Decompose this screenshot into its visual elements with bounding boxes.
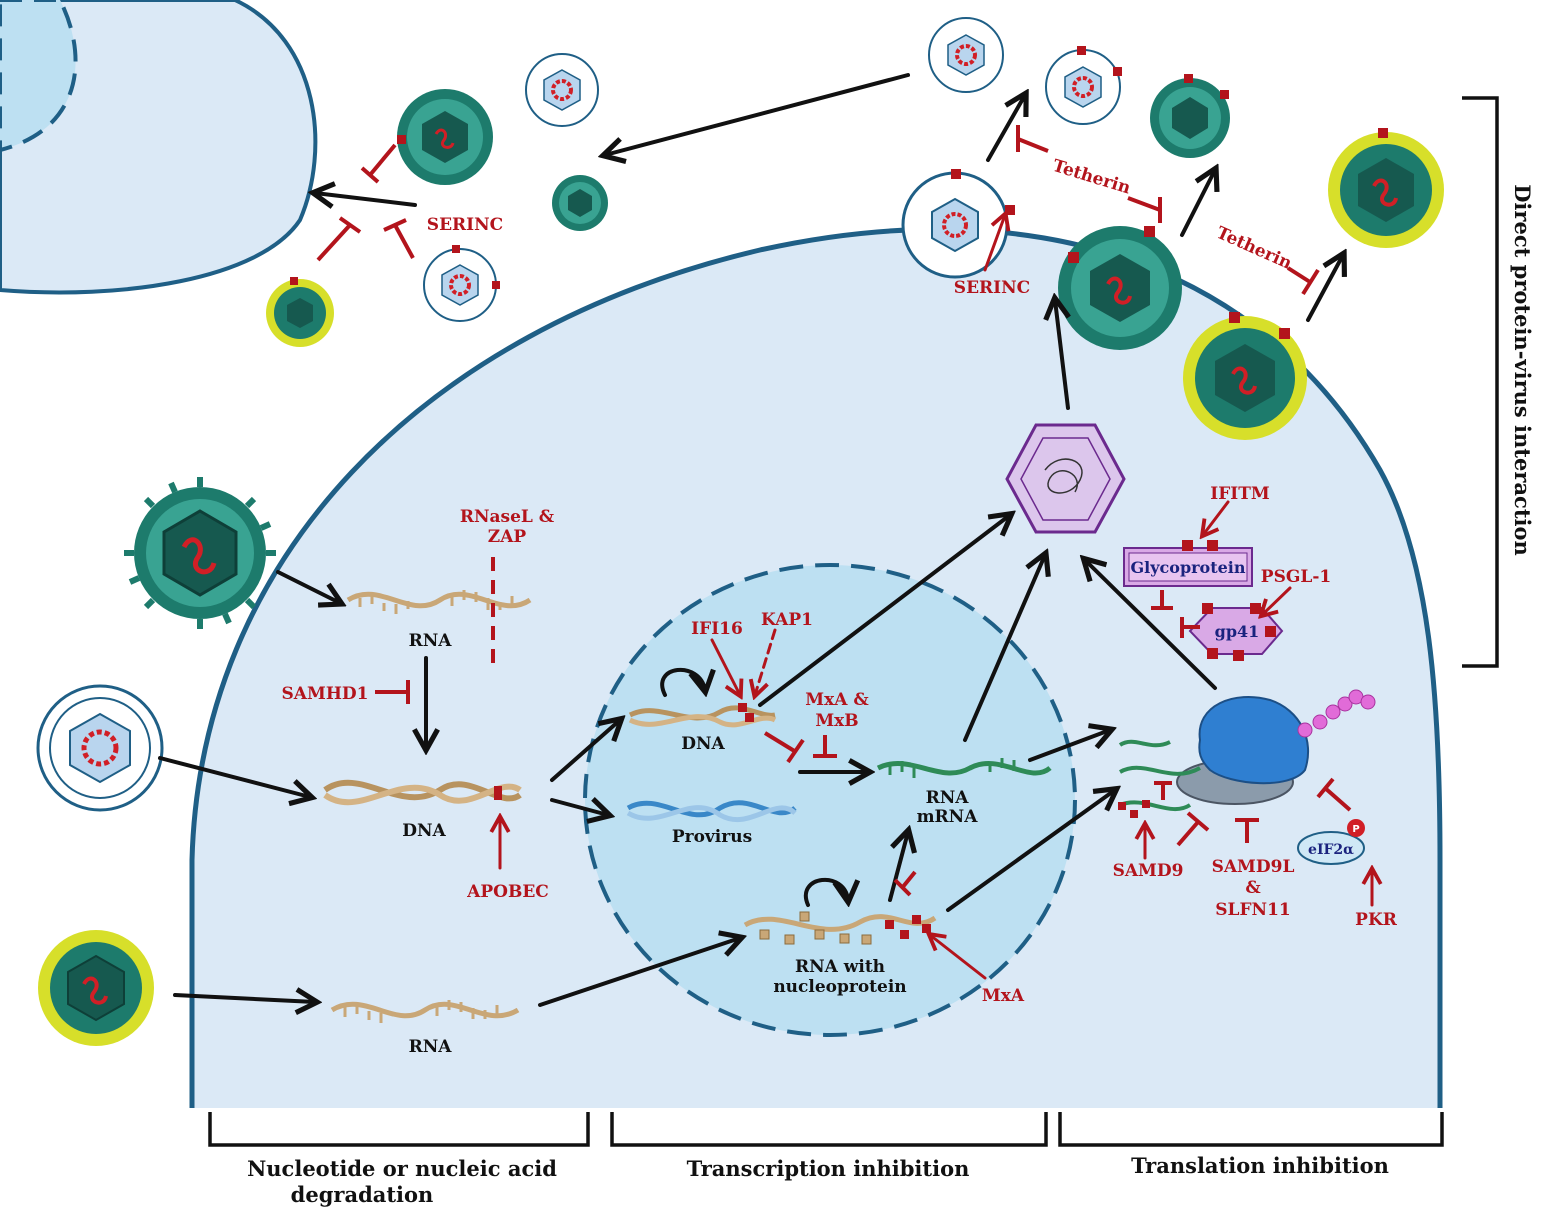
labels: RNaseL & ZAP RNA SAMHD1 DNA APOBEC RNA I… (247, 156, 1535, 1207)
category-direct: Direct protein-virus interaction (1510, 184, 1535, 556)
tetherin-label-1: Tetherin (1050, 156, 1133, 199)
virion-green-near-cell (397, 89, 493, 185)
rna-nucleoprotein-strand (743, 911, 937, 945)
rna-np-label-1: RNA with (795, 957, 885, 977)
category-degradation-1: Nucleotide or nucleic acid (247, 1156, 557, 1181)
psgl1-label: PSGL-1 (1261, 567, 1331, 587)
phospho-icon (1347, 819, 1365, 837)
rnasel-zap-label-2: ZAP (488, 527, 527, 547)
dna-helix-nucleus (628, 703, 777, 728)
dna-helix-left (323, 779, 522, 806)
capsid-assembly (1005, 423, 1126, 534)
eif2a-protein (1297, 819, 1365, 865)
category-degradation-2: degradation (291, 1182, 434, 1207)
glycoprotein-label: Glycoprotein (1130, 558, 1245, 577)
rna-bottom-label: RNA (409, 1037, 453, 1057)
virion-yellow-top-left (266, 277, 334, 347)
gp41-label: gp41 (1215, 622, 1260, 641)
mrna-strand (876, 758, 1052, 778)
category-brackets (208, 96, 1499, 1147)
samd9l-label-1: SAMD9L (1212, 857, 1295, 877)
dna-left-label: DNA (402, 821, 446, 841)
category-transcription: Transcription inhibition (687, 1156, 970, 1181)
provirus-helix (626, 800, 797, 823)
virus-yellow-entry (38, 930, 154, 1046)
virion-green-top-right (1150, 74, 1230, 158)
rna-strand-bottom (330, 1000, 520, 1023)
gp41-box (1188, 603, 1284, 661)
samhd1-label: SAMHD1 (282, 684, 369, 704)
neighbor-cell (0, 0, 318, 295)
apobec-label: APOBEC (466, 882, 549, 902)
samd9-label: SAMD9 (1113, 861, 1184, 881)
pathway-arrows (158, 73, 1343, 1005)
virus-white-entry (36, 684, 164, 812)
rna-top-label: RNA (409, 631, 453, 651)
phospho-label: P (1352, 824, 1359, 835)
budding-virion-yellow (1183, 312, 1307, 440)
mxa-label: MxA (982, 986, 1025, 1006)
virion-white-top-left (525, 53, 599, 127)
category-translation: Translation inhibition (1131, 1153, 1389, 1178)
virus-green-entry (124, 477, 276, 629)
glycoprotein-box (1123, 540, 1253, 587)
budding-virion-white (901, 169, 1015, 279)
budding-virion-green (1058, 226, 1182, 350)
kap1-label: KAP1 (761, 610, 813, 630)
eif2a-label: eIF2α (1308, 842, 1354, 858)
virion-yellow-top-right (1328, 128, 1444, 248)
ribosome (1176, 689, 1376, 805)
samd9l-label-2: & (1245, 878, 1261, 898)
restriction-marks (316, 125, 1372, 980)
tetherin-label-2: Tetherin (1213, 223, 1295, 274)
ifi16-label: IFI16 (691, 619, 743, 639)
rna-np-label-2: nucleoprotein (773, 977, 906, 997)
dna-nucleus-label: DNA (681, 734, 725, 754)
serinc-top-label: SERINC (427, 215, 503, 235)
rnasel-zap-label-1: RNaseL & (460, 507, 555, 527)
rna-mrna-label-2: mRNA (917, 807, 979, 827)
rna-mrna-label-1: RNA (926, 788, 970, 808)
provirus-label: Provirus (672, 827, 752, 847)
virion-white-top-1 (928, 17, 1004, 93)
mrna-translation (1118, 739, 1201, 818)
mxa-mxb-label-1: MxA & (805, 690, 869, 710)
rna-strand-top (346, 590, 532, 614)
virion-green-small (552, 175, 608, 231)
ifitm-label: IFITM (1210, 484, 1270, 504)
serinc-budding-label: SERINC (954, 278, 1030, 298)
mxa-mxb-label-2: MxB (815, 711, 858, 731)
pkr-label: PKR (1355, 910, 1398, 930)
virion-white-serinc (423, 245, 500, 322)
virion-white-top-2 (1045, 46, 1122, 125)
samd9l-label-3: SLFN11 (1215, 900, 1291, 920)
